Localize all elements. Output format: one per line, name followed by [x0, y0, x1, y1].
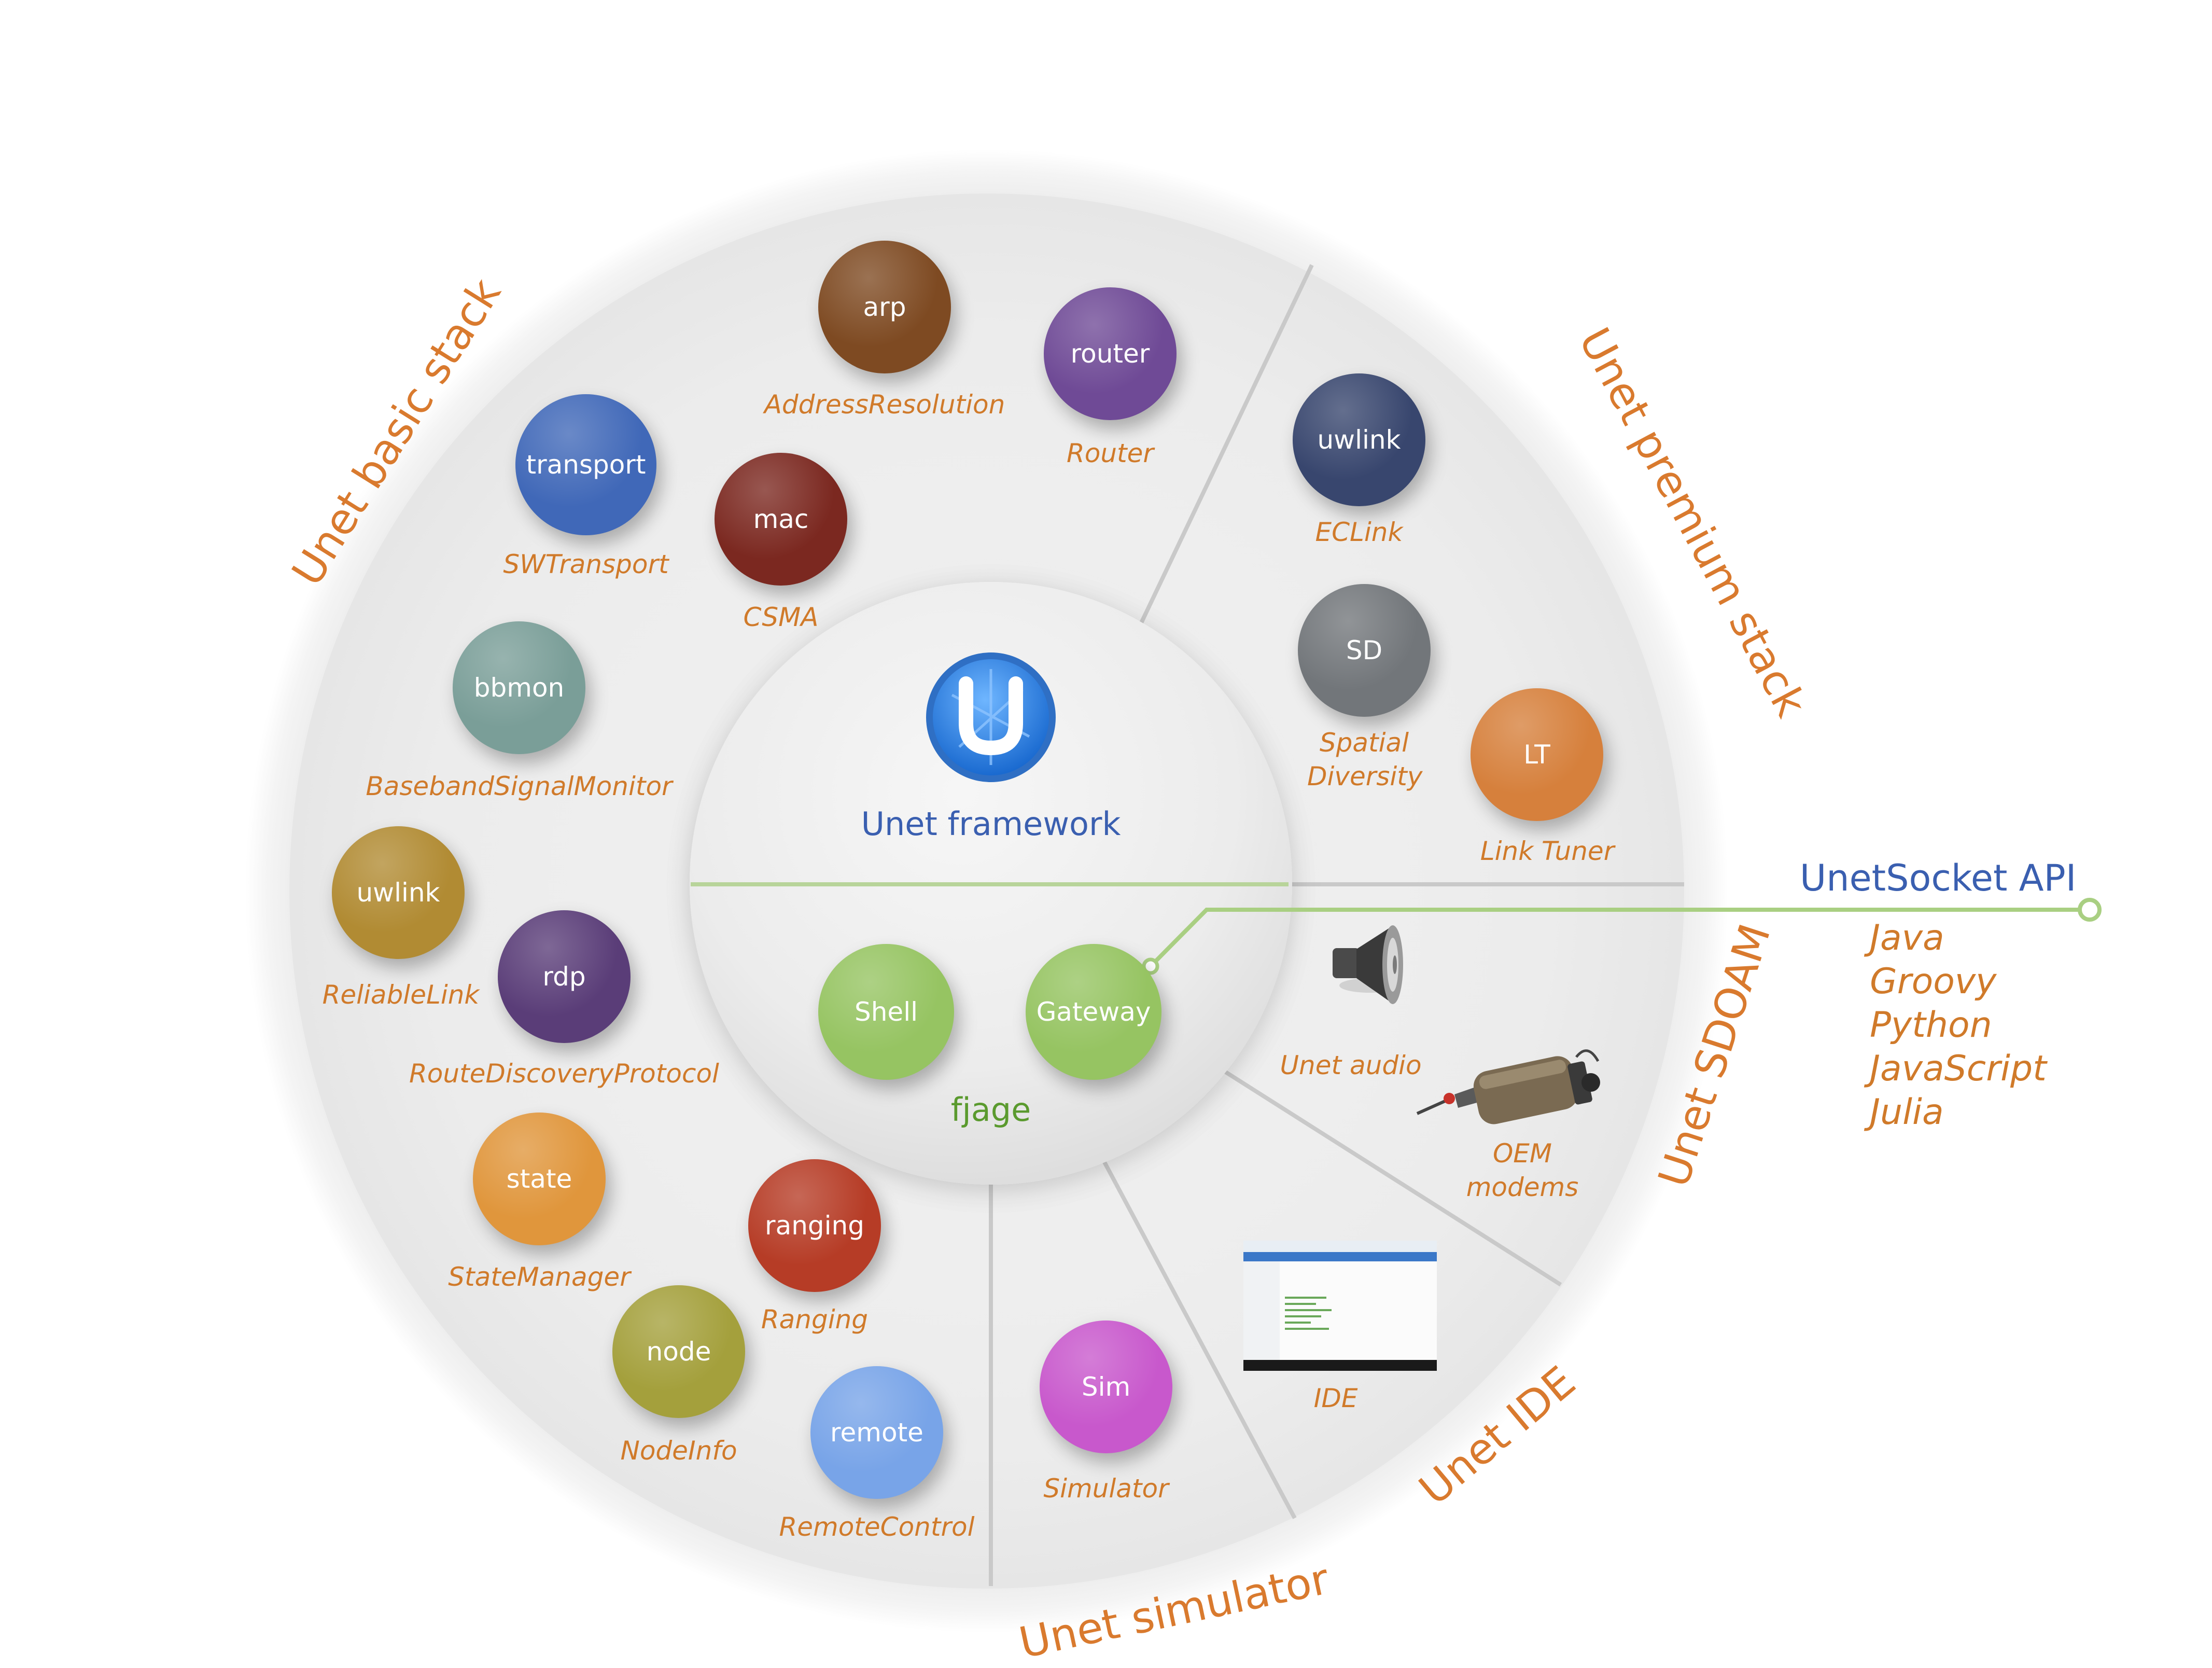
module-eclink[interactable]: uwlink — [1293, 373, 1425, 506]
fjage-label: fjage — [950, 1091, 1031, 1129]
api-language-julia: Julia — [1870, 1092, 1944, 1133]
module-uwlink-caption: ReliableLink — [322, 980, 480, 1010]
ide-screenshot-icon — [1243, 1241, 1437, 1371]
module-router-caption: Router — [1067, 438, 1154, 468]
module-transport[interactable]: transport — [515, 394, 656, 535]
module-sim-caption: Simulator — [1043, 1474, 1169, 1504]
api-connector-line — [1149, 908, 2090, 968]
module-node-caption: NodeInfo — [620, 1436, 737, 1466]
module-remote-caption: RemoteControl — [779, 1512, 975, 1542]
module-mac-label: mac — [753, 504, 809, 534]
api-endpoint-dot — [2078, 898, 2102, 922]
framework-label: Unet framework — [861, 805, 1121, 843]
module-lt-label: LT — [1523, 740, 1550, 770]
module-sd[interactable]: SD — [1298, 584, 1431, 717]
gateway-button[interactable]: Gateway — [1026, 944, 1161, 1080]
api-title: UnetSocket API — [1800, 857, 2077, 899]
shell-label: Shell — [855, 997, 918, 1027]
module-rdp-label: rdp — [542, 962, 586, 992]
module-eclink-caption: ECLink — [1315, 517, 1403, 547]
module-sd-label: SD — [1346, 635, 1383, 665]
module-rdp-caption: RouteDiscoveryProtocol — [409, 1059, 719, 1089]
shell-button[interactable]: Shell — [818, 944, 954, 1080]
module-sd-caption: Spatial Diversity — [1307, 728, 1423, 791]
module-remote-label: remote — [830, 1417, 923, 1448]
module-state-caption: StateManager — [448, 1262, 631, 1292]
module-node-label: node — [646, 1337, 711, 1367]
module-ranging-label: ranging — [765, 1211, 864, 1241]
module-ranging[interactable]: ranging — [748, 1159, 881, 1292]
gateway-label: Gateway — [1036, 997, 1151, 1027]
module-state-label: state — [506, 1164, 572, 1194]
modem-icon — [1416, 1049, 1600, 1124]
module-transport-label: transport — [526, 450, 646, 480]
unet-audio-caption: Unet audio — [1280, 1050, 1422, 1080]
module-sim[interactable]: Sim — [1040, 1320, 1172, 1453]
sector-dividers — [989, 264, 1684, 1586]
module-arp-label: arp — [863, 292, 906, 322]
module-state[interactable]: state — [473, 1113, 606, 1245]
module-ranging-caption: Ranging — [761, 1304, 869, 1335]
unet-logo-icon — [926, 652, 1056, 782]
module-arp[interactable]: arp — [818, 241, 951, 373]
module-remote[interactable]: remote — [810, 1366, 943, 1499]
module-bbmon[interactable]: bbmon — [453, 621, 585, 754]
module-eclink-label: uwlink — [1317, 425, 1401, 455]
module-arp-caption: AddressResolution — [764, 390, 1005, 420]
module-uwlink-label: uwlink — [356, 878, 440, 908]
module-bbmon-label: bbmon — [473, 673, 565, 703]
module-sim-label: Sim — [1081, 1372, 1131, 1402]
module-rdp[interactable]: rdp — [498, 910, 631, 1043]
api-language-groovy: Groovy — [1870, 961, 1997, 1002]
module-lt[interactable]: LT — [1471, 688, 1603, 821]
module-uwlink[interactable]: uwlink — [332, 826, 465, 959]
speaker-icon — [1333, 925, 1403, 1004]
api-language-javascript: JavaScript — [1870, 1048, 2047, 1089]
module-bbmon-caption: BasebandSignalMonitor — [366, 771, 673, 801]
ide-caption: IDE — [1313, 1383, 1358, 1413]
module-node[interactable]: node — [612, 1285, 745, 1418]
module-mac[interactable]: mac — [715, 453, 847, 586]
module-router[interactable]: router — [1044, 287, 1177, 420]
module-mac-caption: CSMA — [743, 602, 819, 632]
oem-modems-caption: OEM modems — [1466, 1138, 1579, 1202]
module-transport-caption: SWTransport — [503, 549, 669, 579]
module-lt-caption: Link Tuner — [1480, 836, 1615, 866]
api-language-python: Python — [1870, 1005, 1992, 1046]
api-language-java: Java — [1870, 918, 1944, 958]
module-router-label: router — [1070, 339, 1150, 369]
